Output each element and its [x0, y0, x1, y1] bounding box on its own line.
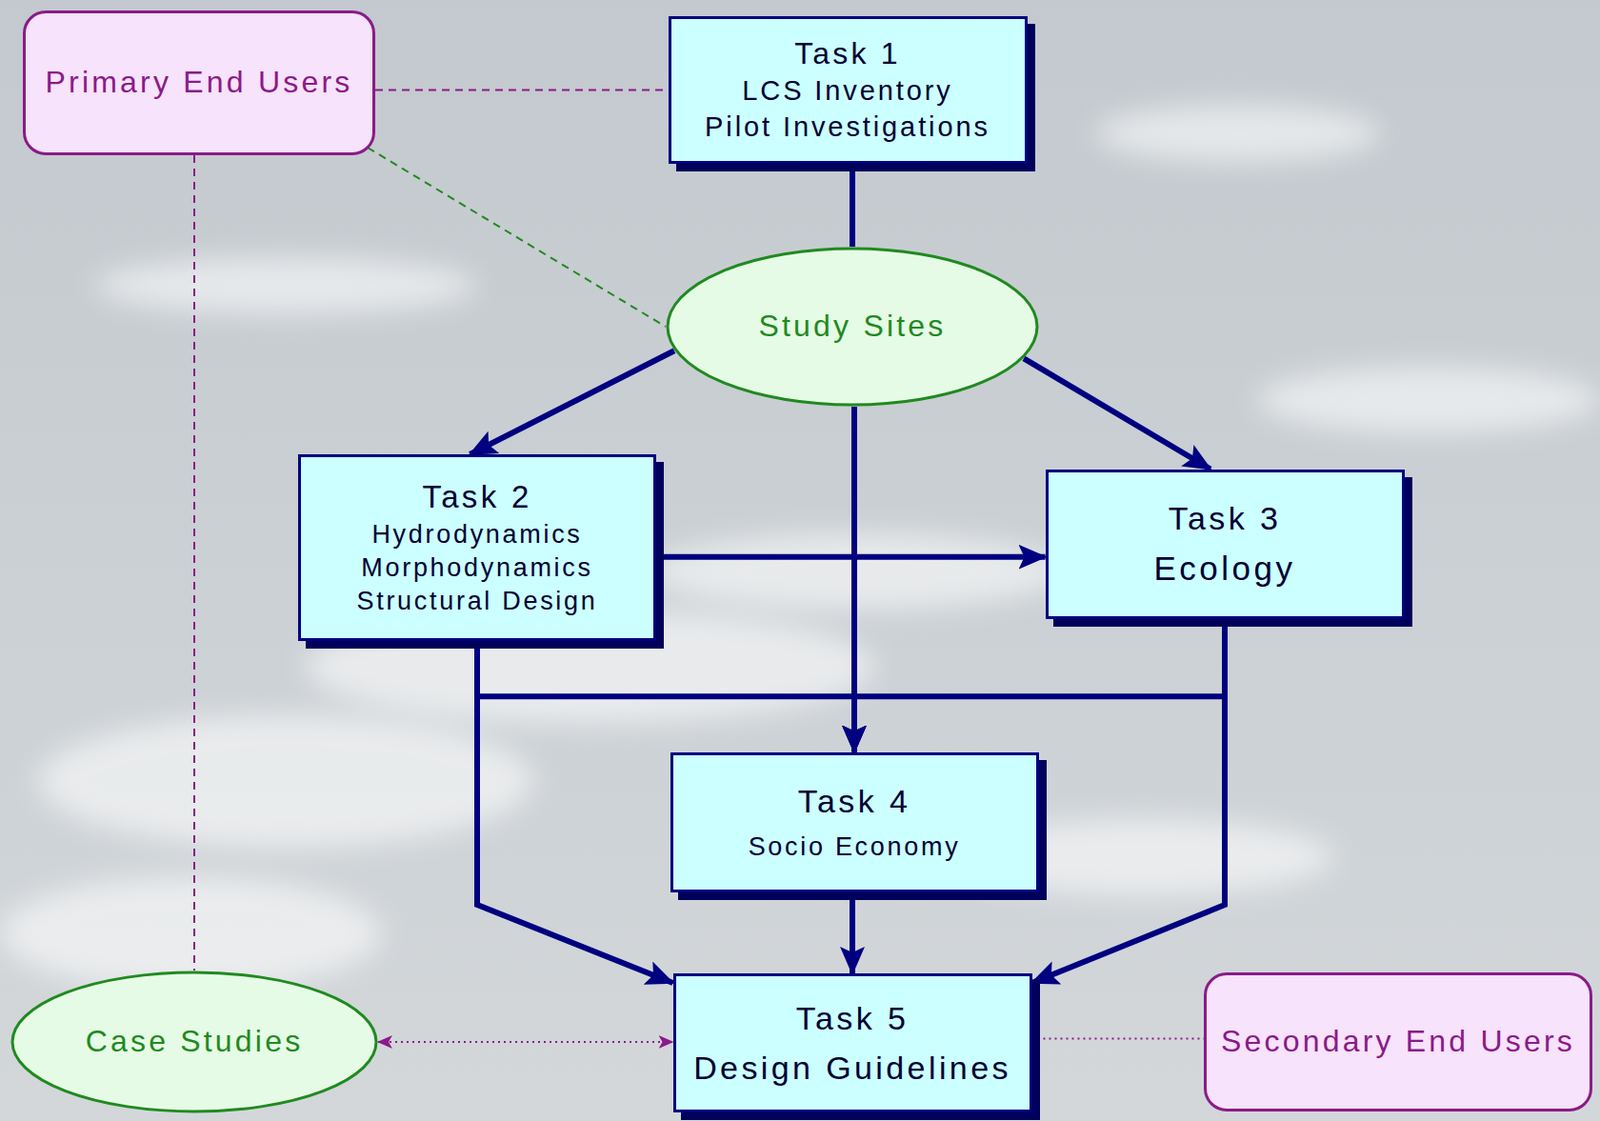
task-title: Task 1	[704, 34, 991, 75]
node-text: Primary End Users	[45, 62, 354, 103]
task-box: Task 4 Socio Economy	[670, 752, 1040, 893]
task-box: Task 3 Ecology	[1045, 469, 1405, 620]
flow-arrow	[1032, 619, 1226, 984]
dashed-connector	[193, 155, 196, 971]
node-content: Case Studies	[85, 1021, 304, 1062]
node-text: Case Studies	[85, 1021, 304, 1062]
flow-arrow	[1023, 358, 1211, 469]
ellipse-shape	[667, 248, 1038, 405]
end-user-box: Secondary End Users	[1203, 972, 1593, 1112]
node-text: Ecology	[1153, 546, 1296, 591]
study-ellipse: Study Sites	[665, 246, 1040, 407]
node-text: Socio Economy	[748, 830, 961, 864]
task-title: Task 2	[357, 477, 599, 519]
task-box: Task 5 Design Guidelines	[673, 973, 1033, 1113]
flow-arrow	[656, 554, 1046, 560]
node-text: Secondary End Users	[1220, 1021, 1576, 1062]
flow-arrow	[477, 640, 855, 753]
node-content: Task 1LCS InventoryPilot Investigations	[704, 34, 991, 146]
dashed-connector	[375, 89, 669, 92]
dashed-connector	[378, 1040, 674, 1043]
node-content: Primary End Users	[45, 62, 354, 103]
task-box: Task 2HydrodynamicsMorphodynamicsStructu…	[298, 454, 657, 641]
dashed-connector	[367, 147, 666, 327]
node-text: Hydrodynamics	[357, 518, 599, 552]
task-title: Task 4	[748, 780, 961, 822]
node-content: Task 2HydrodynamicsMorphodynamicsStructu…	[357, 477, 599, 619]
node-content: Task 3 Ecology	[1153, 497, 1296, 591]
flow-arrow	[477, 640, 674, 983]
dashed-connector	[1032, 1038, 1204, 1040]
node-content: Task 5 Design Guidelines	[693, 997, 1012, 1089]
flow-arrow	[854, 619, 1225, 753]
node-text: Morphodynamics	[357, 551, 599, 585]
node-text: Study Sites	[758, 306, 946, 347]
task-title: Task 3	[1153, 497, 1296, 540]
flow-arrow	[470, 350, 676, 455]
ellipse-shape	[12, 972, 377, 1112]
node-text: LCS Inventory	[704, 73, 991, 110]
task-title: Task 5	[693, 997, 1012, 1040]
node-content: Study Sites	[758, 306, 946, 347]
node-text: Design Guidelines	[693, 1046, 1012, 1089]
flow-arrow	[849, 892, 856, 975]
task-box: Task 1LCS InventoryPilot Investigations	[668, 16, 1028, 164]
flow-arrow	[849, 163, 856, 248]
node-text: Pilot Investigations	[704, 109, 991, 146]
node-content: Secondary End Users	[1220, 1021, 1576, 1062]
case-ellipse: Case Studies	[10, 970, 379, 1114]
node-text: Structural Design	[357, 584, 599, 619]
end-user-box: Primary End Users	[22, 10, 376, 156]
node-content: Task 4 Socio Economy	[748, 780, 961, 863]
